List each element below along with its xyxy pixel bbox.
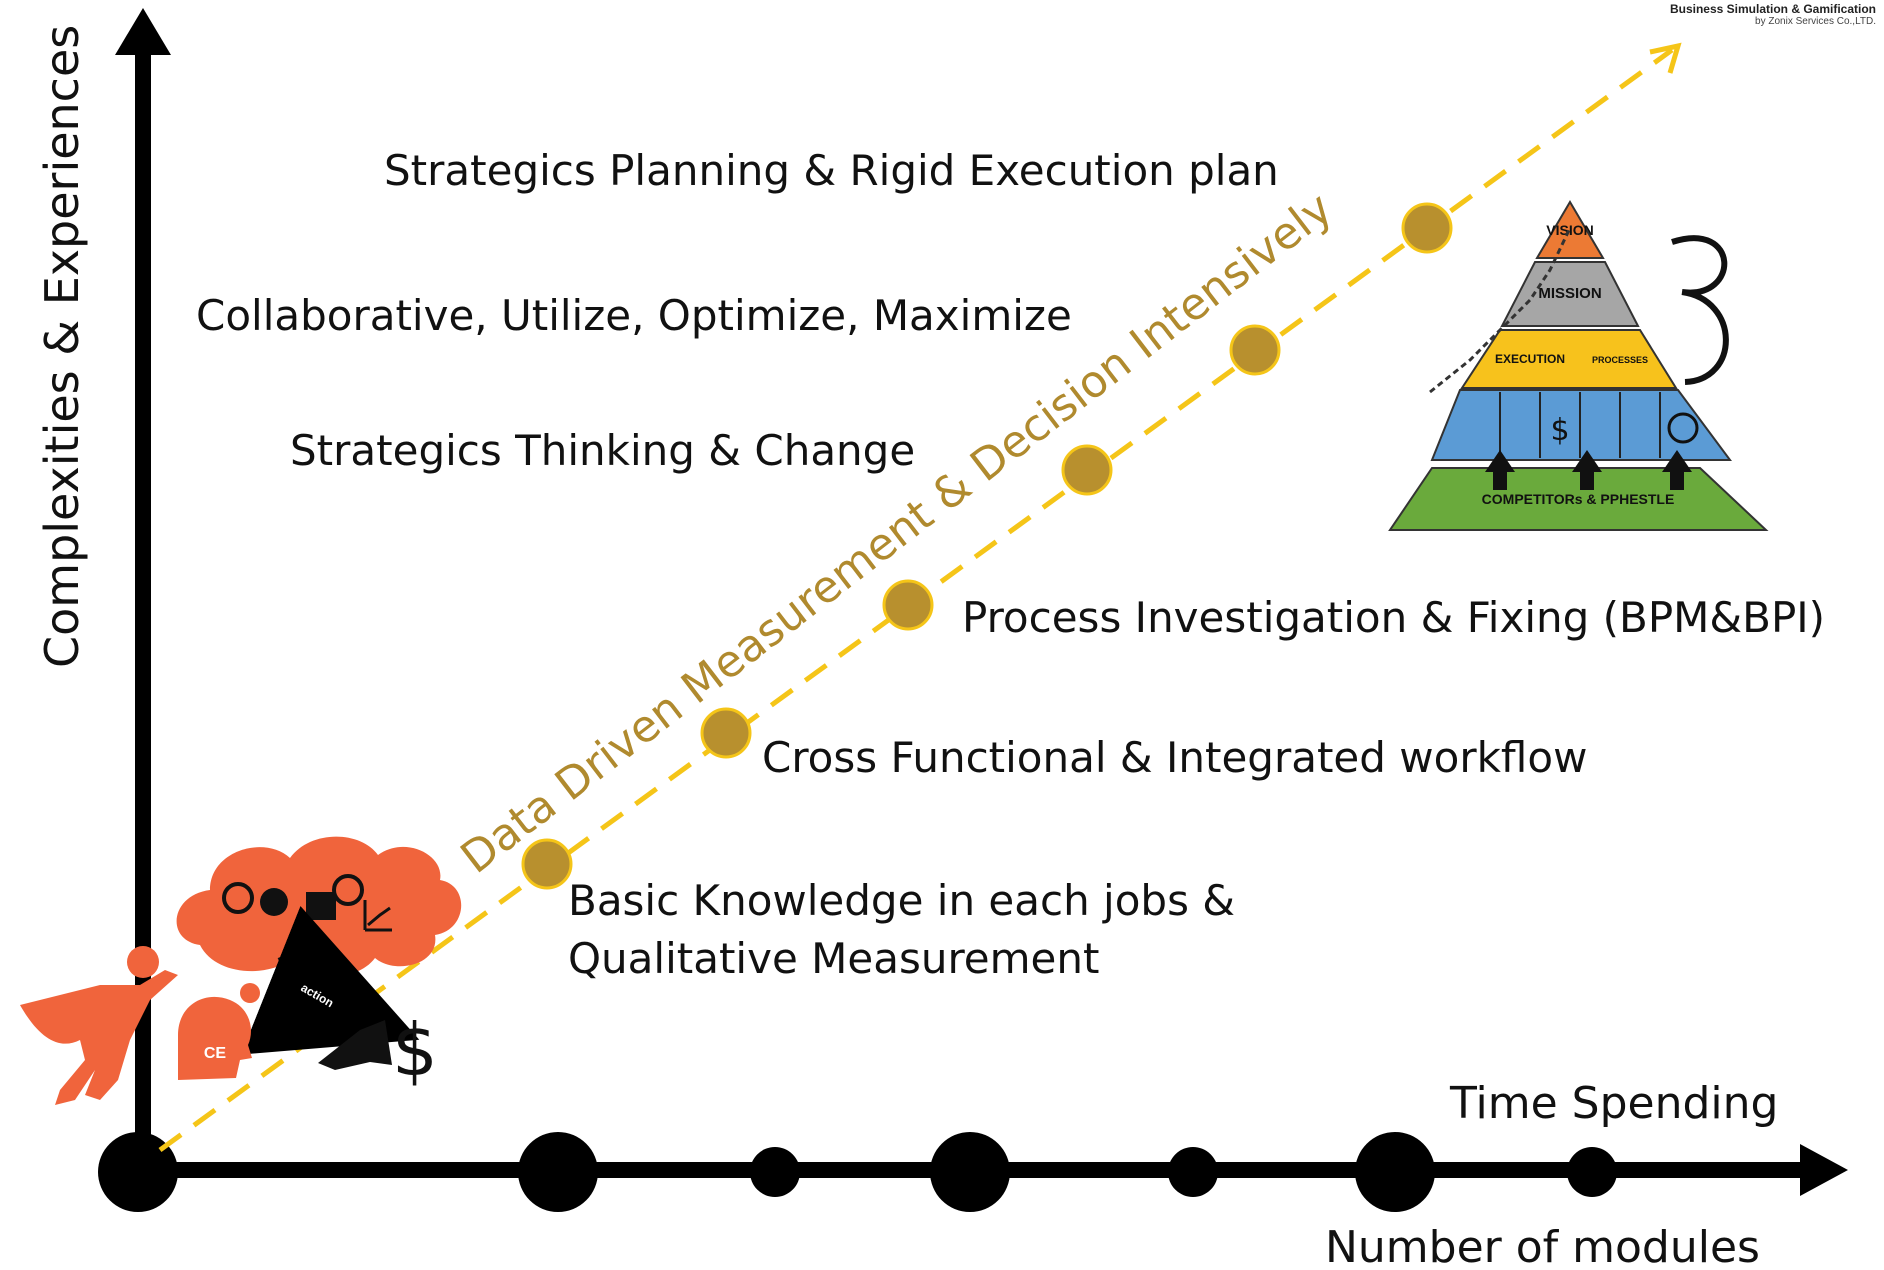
milestone-point	[521, 838, 573, 890]
y-axis-arrowhead	[115, 8, 171, 55]
milestone-point	[700, 707, 752, 759]
buildings-icon	[306, 892, 336, 920]
pyramid-processes-label: PROCESSES	[1592, 355, 1648, 365]
pyramid-vision-label: VISION	[1546, 222, 1593, 238]
milestone-point	[1229, 324, 1281, 376]
x-axis-label-modules: Number of modules	[1325, 1222, 1760, 1270]
brain-icon	[260, 888, 288, 916]
module-marker	[930, 1132, 1010, 1212]
pyramid-execution-layer	[1460, 329, 1678, 389]
x-axis-arrowhead	[1800, 1144, 1848, 1196]
pyramid-execution-label: EXECUTION	[1495, 352, 1565, 366]
x-axis-label-time: Time Spending	[1449, 1078, 1778, 1129]
milestone-point	[1401, 202, 1453, 254]
action-arrow-icon	[241, 906, 420, 1055]
pyramid-base-label: COMPETITORs & PPHESTLE	[1482, 491, 1675, 507]
feedback-loop-arrow-icon	[1671, 235, 1729, 385]
pyramid-clock-icon	[1667, 412, 1699, 444]
stage-label-strategic-planning: Strategics Planning & Rigid Execution pl…	[384, 146, 1279, 195]
module-marker	[1355, 1132, 1435, 1212]
milestones	[521, 202, 1453, 890]
stage-label-basic-line2: Qualitative Measurement	[568, 934, 1099, 983]
hero-illustration: action $ CE	[20, 836, 462, 1105]
pyramid-vision-layer	[1535, 200, 1605, 259]
pyramid-up-arrow-icon	[1662, 450, 1692, 490]
stage-label-cross-functional: Cross Functional & Integrated workflow	[762, 733, 1587, 782]
brand-title: Business Simulation & Gamification	[1669, 2, 1876, 16]
stage-label-basic-line1: Basic Knowledge in each jobs &	[568, 876, 1235, 925]
thought-bubble-small	[240, 983, 260, 1003]
module-marker-origin	[98, 1132, 178, 1212]
strategy-pyramid: VISION MISSION EXECUTION PROCESSES $ COM…	[1388, 200, 1769, 531]
currency-icon: $	[392, 1008, 438, 1092]
pyramid-up-arrow-icon	[1572, 450, 1602, 490]
dna-chain-icon	[1429, 227, 1572, 394]
target-icon	[222, 882, 254, 914]
pyramid-mission-layer	[1500, 261, 1640, 327]
branding: Business Simulation & Gamification by Zo…	[1670, 2, 1876, 27]
superhero-head	[127, 946, 159, 978]
head-gears-icon	[178, 996, 252, 1080]
module-marker	[1567, 1147, 1617, 1197]
milestone-point	[882, 579, 934, 631]
stage-label-collaborative: Collaborative, Utilize, Optimize, Maximi…	[196, 291, 1072, 340]
stage-label-process-investigation: Process Investigation & Fixing (BPM&BPI)	[962, 593, 1825, 642]
trend-line-arrowhead	[1649, 42, 1682, 74]
milestone-point	[1061, 444, 1113, 496]
brand-subtitle: by Zonix Services Co.,LTD.	[1755, 16, 1876, 27]
stage-label-strategic-thinking: Strategics Thinking & Change	[290, 426, 915, 475]
action-arrow-label: action	[299, 980, 337, 1010]
module-marker	[518, 1132, 598, 1212]
module-marker	[1168, 1147, 1218, 1197]
target-icon	[332, 874, 364, 906]
pyramid-mission-label: MISSION	[1538, 285, 1601, 302]
pyramid-currency-icon: $	[1550, 413, 1569, 448]
head-label: CE	[204, 1045, 227, 1062]
module-markers	[98, 1132, 1617, 1212]
pyramid-up-arrow-icon	[1485, 450, 1515, 490]
megaphone-icon	[318, 1020, 392, 1070]
y-axis-label: Complexities & Experiences	[35, 25, 89, 668]
superhero-figure-icon	[20, 970, 178, 1105]
module-marker	[750, 1147, 800, 1197]
